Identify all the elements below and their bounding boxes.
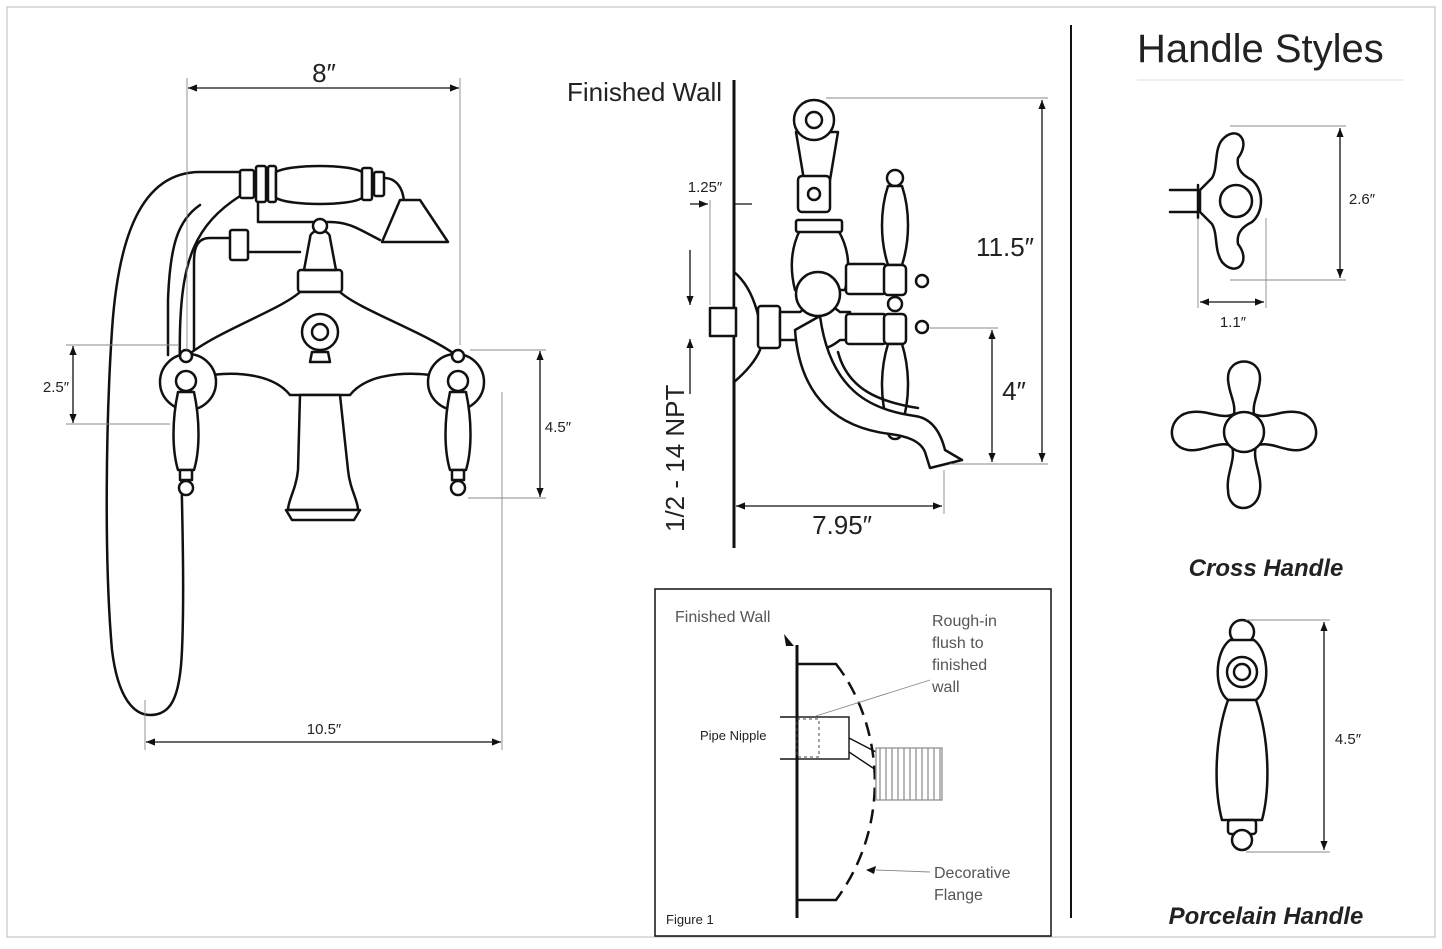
- porcelain-handle-name: Porcelain Handle: [1169, 903, 1364, 930]
- dim-1-25in: 1.25″: [688, 179, 723, 196]
- dim-2-6in: 2.6″: [1349, 191, 1376, 208]
- dim-4-5in-porcelain: 4.5″: [1335, 731, 1362, 748]
- figure-1: Finished Wall Rough-in flush to finished…: [654, 588, 1052, 937]
- finished-wall-label: Finished Wall: [567, 77, 722, 107]
- front-view: 8″ 2.5″ 4.5″ 10.5″: [43, 58, 572, 750]
- fig-wall-label: Finished Wall: [675, 609, 770, 626]
- cross-handle-front: [1170, 360, 1318, 510]
- cross-handle-side: [1168, 132, 1263, 270]
- dim-8in: 8″: [312, 58, 336, 88]
- hose: [105, 170, 242, 717]
- side-upper-handle: [880, 168, 930, 297]
- decorative-flange: [834, 663, 877, 901]
- handshower: [238, 164, 450, 244]
- dim-4-5in: 4.5″: [545, 419, 572, 436]
- svg-text:Rough-in: Rough-in: [932, 613, 997, 630]
- left-lever-handle: [172, 348, 200, 497]
- svg-text:Decorative: Decorative: [934, 865, 1011, 882]
- dim-1-1in: 1.1″: [1220, 314, 1247, 331]
- handle-styles-title: Handle Styles: [1137, 27, 1384, 71]
- side-spout: [793, 314, 964, 470]
- figure-1-frame: [654, 588, 1052, 937]
- svg-text:flush to: flush to: [932, 635, 984, 652]
- svg-text:Flange: Flange: [934, 887, 983, 904]
- handle-styles: Handle Styles 2.6″ 1.1″ Cross Handle: [1137, 27, 1404, 930]
- svg-text:wall: wall: [931, 679, 960, 696]
- porcelain-handle: [1215, 618, 1269, 852]
- right-lever-handle: [444, 348, 472, 497]
- flange-label: Decorative Flange: [934, 865, 1011, 904]
- side-view: Finished Wall: [567, 77, 1048, 548]
- svg-text:finished: finished: [932, 657, 987, 674]
- dim-10-5in: 10.5″: [307, 721, 342, 738]
- rough-in-label: Rough-in flush to finished wall: [931, 613, 997, 696]
- cross-handle-name: Cross Handle: [1189, 555, 1344, 582]
- npt-label: 1/2 - 14 NPT: [660, 384, 690, 532]
- page-border: [6, 6, 1436, 938]
- dim-4in: 4″: [1002, 376, 1026, 406]
- spout: [286, 393, 360, 512]
- pipe-nipple-label: Pipe Nipple: [700, 728, 767, 743]
- dim-11-5in: 11.5″: [976, 232, 1034, 262]
- figure-1-caption: Figure 1: [666, 912, 714, 927]
- thread-detail: [875, 747, 943, 801]
- dim-7-95in: 7.95″: [812, 510, 872, 540]
- dim-2-5in: 2.5″: [43, 379, 70, 396]
